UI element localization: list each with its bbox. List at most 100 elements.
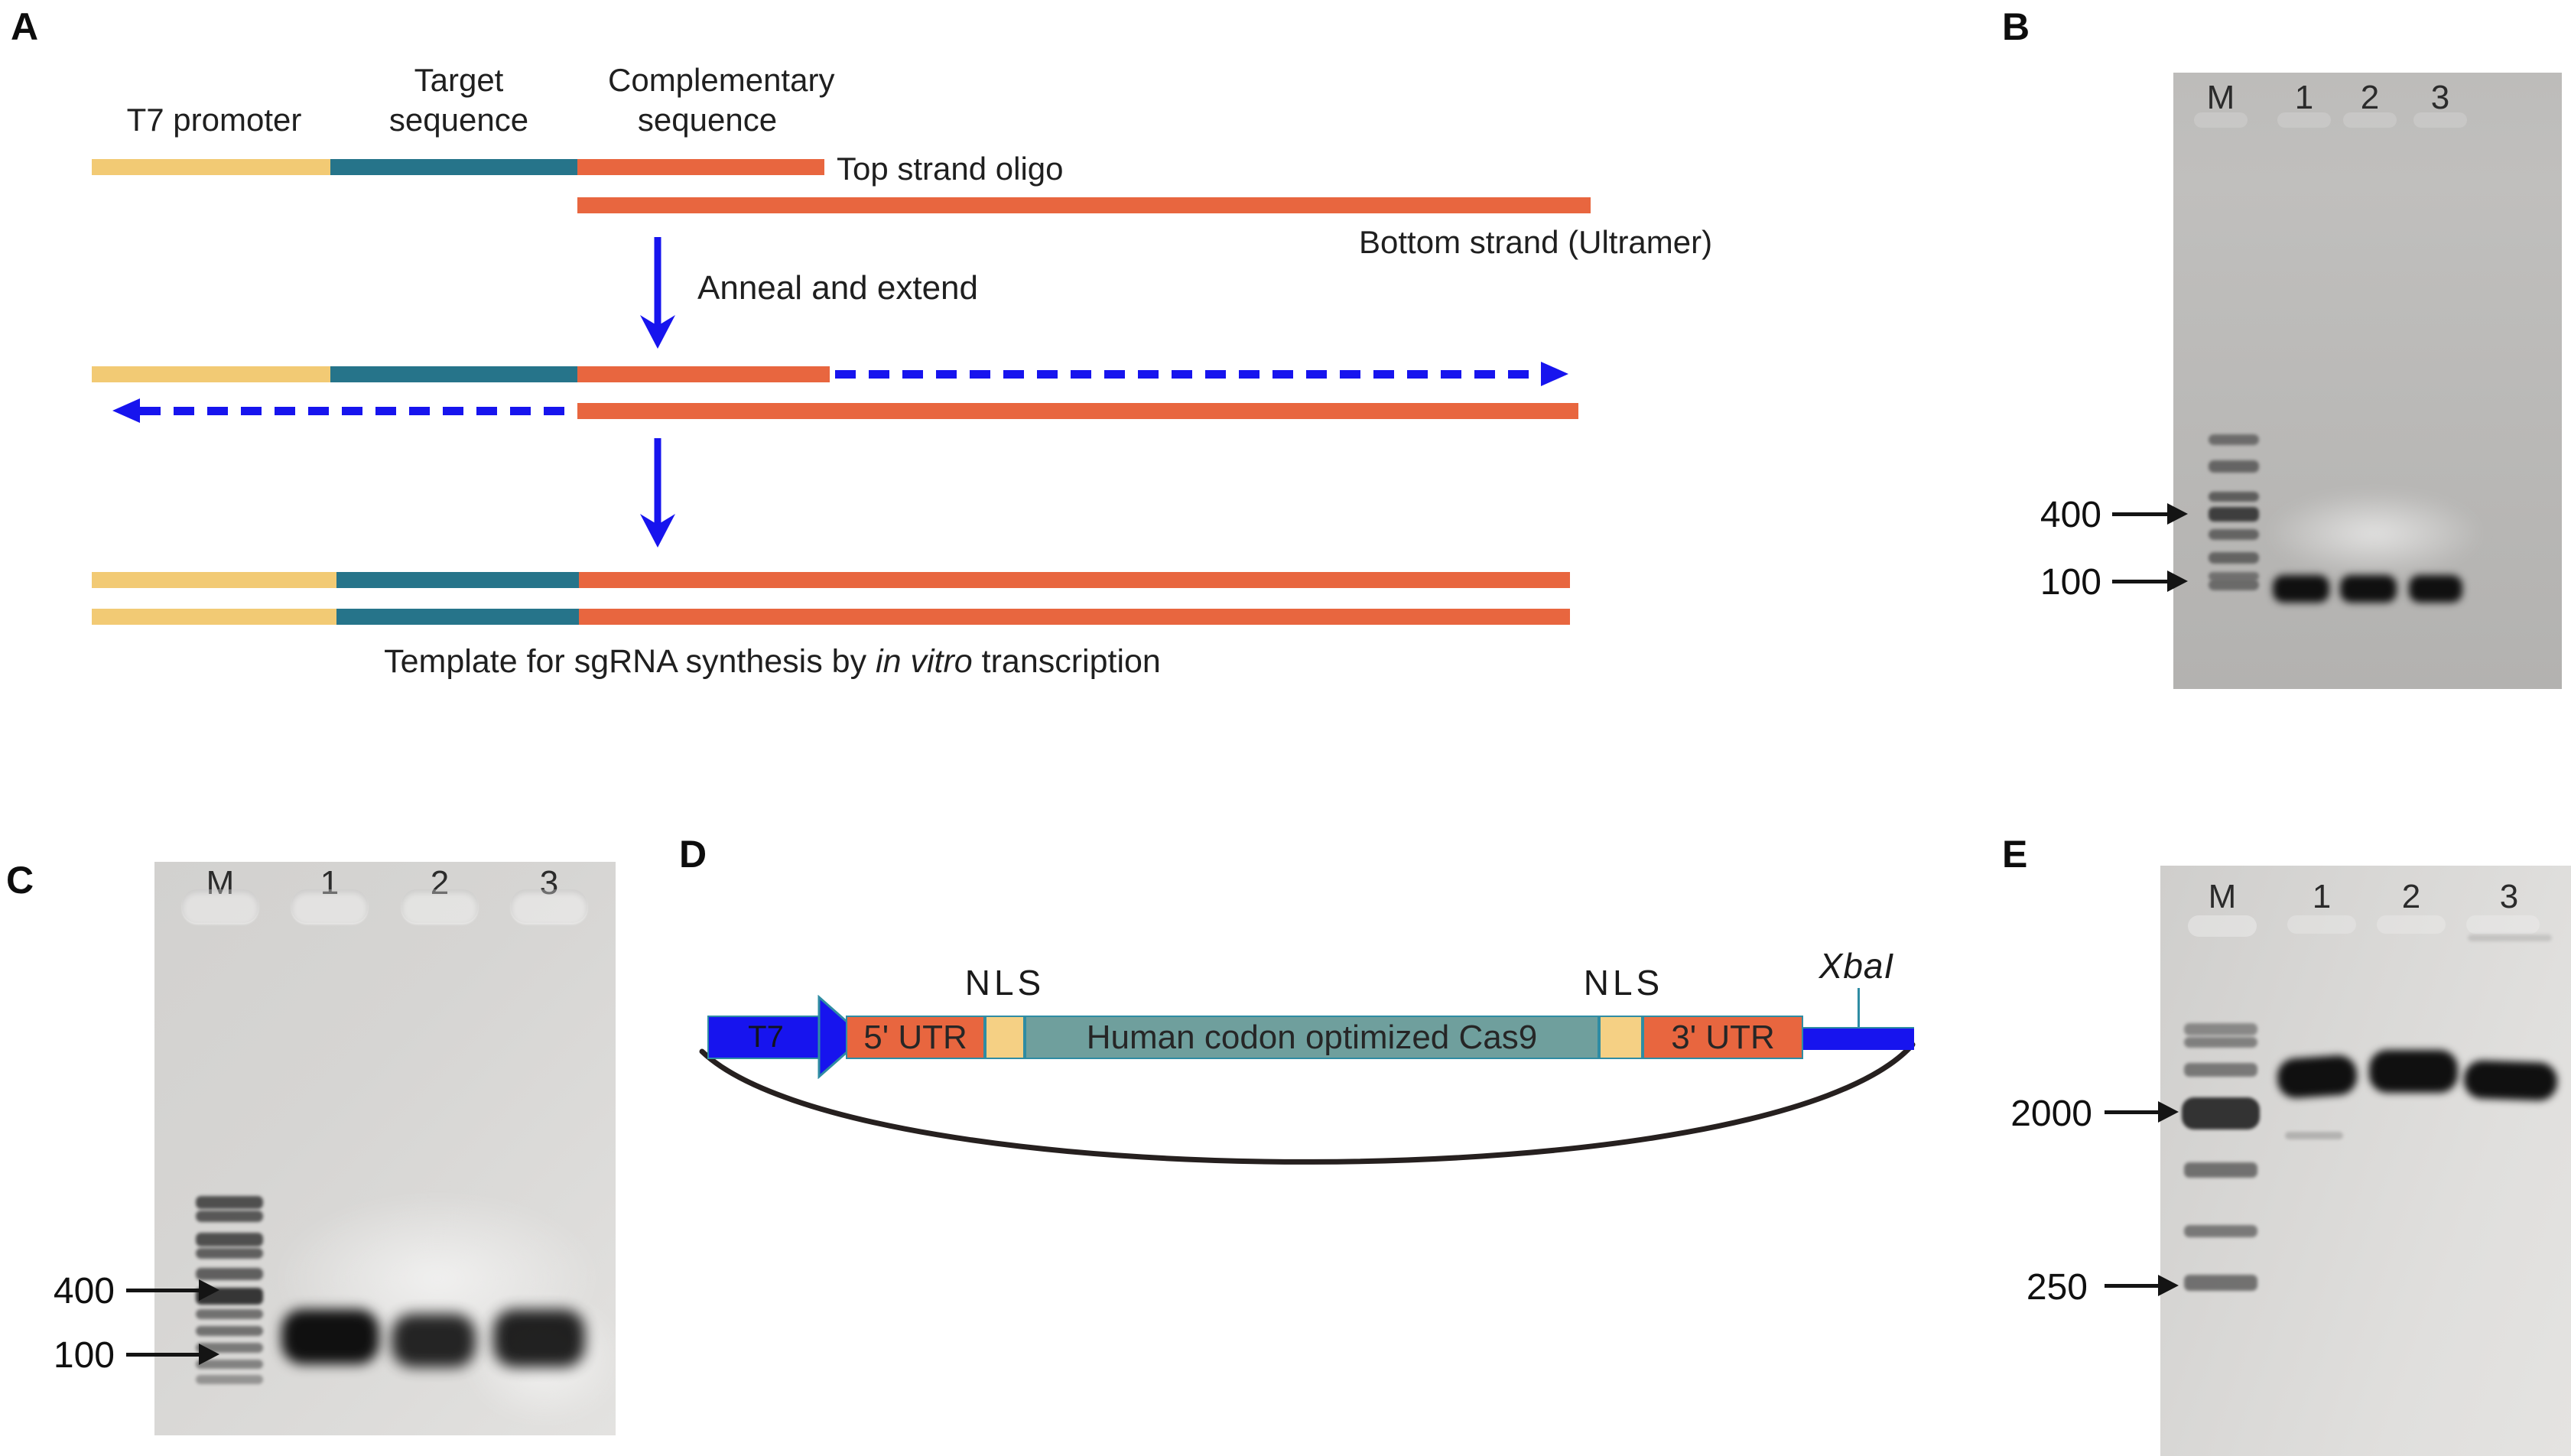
ladder-band (2209, 460, 2259, 473)
gel-b-lane-2: 2 (2360, 79, 2380, 116)
gel-smear-glow (2264, 489, 2485, 577)
gel-well (2194, 112, 2248, 128)
sample-band-lane3 (2409, 575, 2462, 603)
gel-well (2343, 112, 2397, 128)
bottom-strand-bar (577, 197, 1591, 213)
utr3-box: 3' UTR (1643, 1016, 1803, 1059)
anneal-down-arrow-icon (640, 237, 675, 349)
panel-c-label: C (6, 859, 34, 902)
gel-c-lane-2: 2 (430, 864, 450, 902)
ladder-band (2184, 1162, 2257, 1178)
panel-b-label: B (2002, 5, 2030, 48)
gel-photo-b: M 1 2 3 (2173, 73, 2562, 689)
t7-promoter-box: T7 (707, 1016, 824, 1059)
gel-c-lane-m: M (206, 864, 235, 902)
gel-c-arrow-400-icon (126, 1279, 219, 1301)
gel-well-streak (2468, 934, 2552, 941)
sample-band-lane1 (2273, 575, 2329, 603)
panel-a-label: A (11, 5, 39, 48)
ladder-band (196, 1268, 263, 1280)
target-label-line1: Target (414, 62, 504, 98)
annealed-target-bar (330, 366, 577, 382)
ladder-band (2184, 1225, 2257, 1237)
complementary-label-line1: Complementary (608, 62, 835, 98)
gel-well (2466, 915, 2540, 934)
gel-e-marker-250: 250 (2026, 1267, 2088, 1308)
sample-band-lane2 (392, 1314, 476, 1367)
annealed-t7-bar (92, 366, 330, 382)
gel-b-lane-1: 1 (2294, 79, 2314, 116)
annealed-complementary-bar (577, 366, 830, 382)
ladder-band (196, 1196, 263, 1209)
complementary-label-line2: sequence (637, 102, 778, 138)
caption-italic: in vitro (876, 643, 973, 680)
ladder-band (2209, 552, 2259, 564)
template-caption: Template for sgRNA synthesis by in vitro… (344, 642, 1201, 681)
gel-well (2413, 112, 2467, 128)
sample-band-lane2 (2340, 575, 2397, 603)
top-strand-label: Top strand oligo (837, 151, 1064, 187)
dashed-arrowhead-left-icon (112, 398, 140, 423)
ladder-band (2209, 572, 2259, 580)
nls-right-label: NLS (1583, 963, 1664, 1003)
panel-e-label: E (2002, 833, 2028, 876)
ladder-band (196, 1326, 263, 1336)
template-top-target-bar (336, 572, 579, 588)
bottom-strand-label: Bottom strand (Ultramer) (1359, 224, 1713, 260)
ladder-band (2209, 492, 2259, 502)
gel-b-lane-m: M (2206, 79, 2235, 116)
extension-dashed-arrow-left (112, 398, 577, 423)
gel-e-lane-3: 3 (2499, 878, 2519, 915)
nls-left-box (985, 1016, 1025, 1059)
gel-c-arrow-100-icon (126, 1344, 219, 1365)
gel-e-arrow-2000-icon (2105, 1101, 2179, 1123)
sample-band-lane1 (281, 1309, 379, 1364)
gel-well (511, 889, 587, 923)
extend-down-arrow-icon (640, 438, 675, 548)
nls-left-label: NLS (964, 963, 1045, 1003)
utr5-box: 5' UTR (846, 1016, 985, 1059)
gel-well (182, 889, 258, 923)
gel-well (2287, 915, 2356, 934)
gel-c-marker-400: 400 (53, 1271, 115, 1311)
extension-dashed-arrow-right (835, 362, 1568, 386)
ladder-band (2184, 1023, 2257, 1035)
template-bottom-scaffold-bar (579, 609, 1570, 625)
ladder-band (2209, 529, 2259, 540)
gel-photo-c: M 1 2 3 (154, 862, 616, 1435)
ladder-band (196, 1248, 263, 1259)
t7-promoter-label: T7 promoter (126, 102, 302, 138)
ladder-band (196, 1375, 263, 1384)
gel-e-lane-1: 1 (2312, 878, 2332, 915)
gel-e-marker-2000: 2000 (2010, 1094, 2092, 1134)
ladder-band (196, 1233, 263, 1246)
gel-b-arrow-100-icon (2112, 570, 2188, 592)
panel-d-label: D (679, 833, 707, 876)
gel-b-lane-3: 3 (2430, 79, 2450, 116)
ladder-band-100 (2209, 580, 2259, 590)
gel-b-marker-400: 400 (2040, 495, 2101, 535)
ladder-band (2184, 1037, 2257, 1048)
backbone-right-bar (1803, 1027, 1914, 1050)
anneal-extend-label: Anneal and extend (697, 269, 978, 307)
caption-post: transcription (972, 643, 1161, 680)
gel-e-lane-m: M (2208, 878, 2237, 915)
gel-c-marker-100: 100 (53, 1335, 115, 1376)
gel-b-arrow-400-icon (2112, 503, 2188, 525)
gel-e-lane-2: 2 (2401, 878, 2421, 915)
template-bottom-target-bar (336, 609, 579, 625)
gel-e-arrow-250-icon (2105, 1275, 2179, 1296)
ladder-band-250 (2184, 1275, 2257, 1291)
template-top-scaffold-bar (579, 572, 1570, 588)
gel-b-marker-100: 100 (2040, 562, 2101, 603)
gel-c-lane-1: 1 (320, 864, 340, 902)
gel-well (2277, 112, 2331, 128)
gel-well (2377, 915, 2446, 934)
caption-pre: Template for sgRNA synthesis by (384, 643, 876, 680)
sample-band-lane3 (493, 1309, 585, 1367)
target-label-line2: sequence (388, 102, 529, 138)
template-bottom-t7-bar (92, 609, 336, 625)
t7-promoter-bar (92, 159, 330, 175)
template-top-t7-bar (92, 572, 336, 588)
gel-c-lane-3: 3 (539, 864, 559, 902)
